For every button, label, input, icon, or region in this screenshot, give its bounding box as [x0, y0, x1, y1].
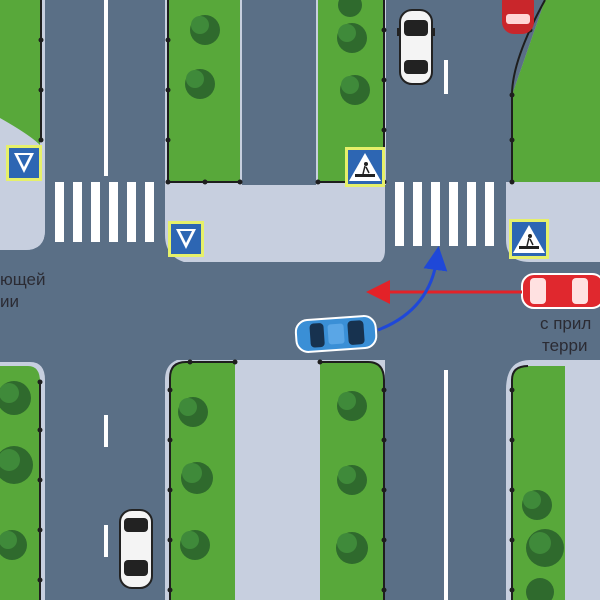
- white-car-bottom: [119, 509, 153, 589]
- crosswalk-sign: [509, 219, 549, 259]
- pedestrian-crossing-icon: [349, 153, 381, 181]
- left-caption-line2: ии: [0, 292, 19, 311]
- right-caption-line1: с прил: [540, 314, 592, 333]
- right-caption-line2: терри: [542, 336, 588, 355]
- blue-car: [294, 315, 378, 353]
- priority-road-icon: [14, 153, 34, 173]
- trees: [0, 0, 564, 600]
- main-road-sign: [168, 221, 204, 257]
- crosswalk-sign: [345, 147, 385, 187]
- lane-markings: [104, 0, 448, 600]
- left-caption-line1: ющей: [0, 270, 46, 289]
- crosswalk-right: [395, 182, 494, 246]
- sidewalk-strips-bottom: [235, 358, 600, 600]
- grass-top: [0, 0, 600, 182]
- priority-road-icon: [176, 229, 196, 249]
- blue-turn-arrow: [377, 246, 448, 332]
- crosswalk-left: [55, 182, 154, 242]
- red-car-top: [502, 0, 534, 34]
- pedestrian-crossing-icon: [513, 225, 545, 253]
- main-road-sign: [6, 145, 42, 181]
- red-car-right: [521, 273, 600, 309]
- fence-posts: [37, 27, 533, 593]
- white-car-top: [397, 9, 435, 85]
